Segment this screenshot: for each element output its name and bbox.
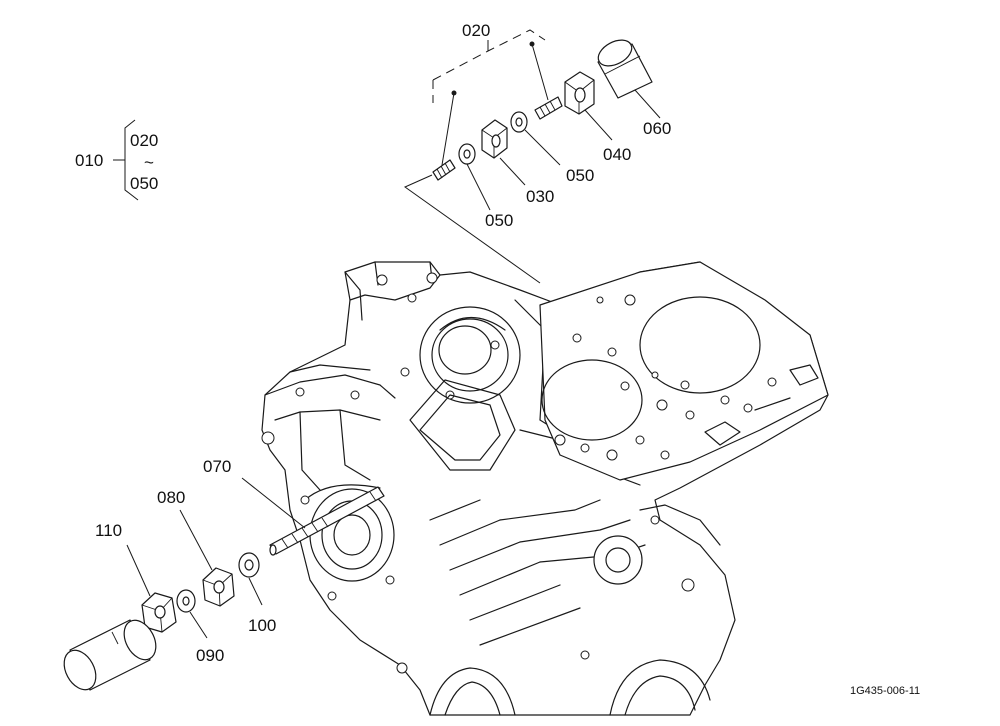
label-range-from: 020 bbox=[130, 131, 158, 150]
label-090: 090 bbox=[196, 646, 224, 665]
washer-050-left bbox=[458, 143, 476, 165]
sleeve-lower bbox=[63, 619, 157, 691]
label-110: 110 bbox=[95, 521, 122, 540]
label-100: 100 bbox=[248, 616, 276, 635]
nut-080 bbox=[202, 567, 235, 607]
washer-100 bbox=[238, 552, 260, 578]
stud-070 bbox=[269, 486, 385, 556]
washer-090 bbox=[176, 589, 196, 613]
label-range-tilde: ~ bbox=[144, 153, 154, 172]
nut-030 bbox=[481, 119, 508, 159]
label-010: 010 bbox=[75, 151, 103, 170]
label-050-upper: 050 bbox=[566, 166, 594, 185]
group-bracket-010 bbox=[113, 119, 139, 201]
drawing-reference-code: 1G435-006-11 bbox=[850, 685, 920, 697]
sleeve-060 bbox=[597, 39, 653, 99]
engine-block-drawing bbox=[261, 261, 829, 716]
label-040: 040 bbox=[603, 145, 631, 164]
washer-050-right bbox=[510, 111, 528, 133]
stud-small-left bbox=[432, 159, 456, 181]
label-060: 060 bbox=[643, 119, 671, 138]
label-070: 070 bbox=[203, 457, 231, 476]
label-080: 080 bbox=[157, 488, 185, 507]
label-050-lower: 050 bbox=[485, 211, 513, 230]
label-range-to: 050 bbox=[130, 174, 158, 193]
stud-small-right bbox=[534, 96, 563, 120]
nut-040 bbox=[564, 71, 595, 115]
assembly-020-bracket bbox=[403, 29, 549, 284]
label-020: 020 bbox=[462, 21, 490, 40]
label-030: 030 bbox=[526, 187, 554, 206]
